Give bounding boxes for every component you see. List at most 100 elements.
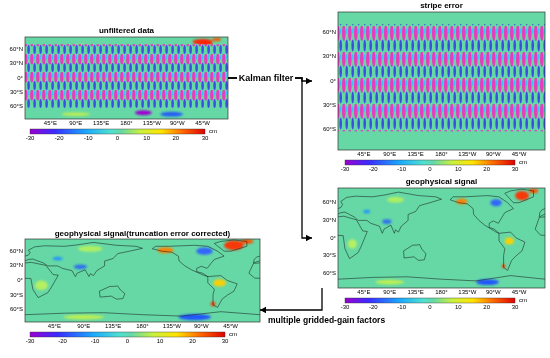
latitude-label: 60°S <box>323 126 336 133</box>
colorbar-tick: -30 <box>26 135 35 142</box>
signal-patch <box>63 315 104 320</box>
connector <box>228 78 312 241</box>
signal-patch <box>490 199 502 206</box>
signal-patches <box>338 189 545 285</box>
map-ground <box>338 188 545 288</box>
latitude-label: 60°N <box>10 248 23 255</box>
map-body <box>338 188 545 288</box>
signal-patch <box>476 279 499 285</box>
colorbar-tick: -30 <box>26 338 35 345</box>
longitude-label: 135°E <box>407 289 423 296</box>
colorbar-tick: 10 <box>143 135 150 142</box>
coastline <box>338 216 367 258</box>
signal-patch <box>363 210 370 214</box>
longitude-label: 135°E <box>407 151 423 158</box>
colorbar-tick: 0 <box>428 166 431 173</box>
latitude-label: 60°N <box>323 29 336 36</box>
longitude-label: 180° <box>435 289 447 296</box>
longitude-label: 90°E <box>77 323 90 330</box>
longitude-label: 45°E <box>357 151 370 158</box>
colorbar-tick: 0 <box>126 338 129 345</box>
coastline <box>25 312 143 316</box>
map-panel: geophysical signal <box>312 177 545 288</box>
coastline <box>143 312 261 316</box>
longitude-label: 45°E <box>357 289 370 296</box>
arrowhead <box>306 78 312 84</box>
coastline <box>99 286 125 299</box>
colorbar-tick: -10 <box>397 304 406 311</box>
latitude-label: 0° <box>330 78 336 85</box>
signal-patch <box>382 219 391 224</box>
colorbar-tick: 0 <box>428 304 431 311</box>
map-frame <box>25 239 260 322</box>
longitude-label: 90°E <box>383 289 396 296</box>
longitude-label: 45°W <box>512 289 527 296</box>
latitude-label: 30°S <box>323 102 336 109</box>
edge-label: multiple gridded-gain factors <box>266 315 387 325</box>
latitude-label: 0° <box>17 75 23 82</box>
longitude-label: 45°W <box>512 151 527 158</box>
signal-patch <box>178 314 211 320</box>
map-frame <box>338 188 545 288</box>
map-body <box>338 12 545 150</box>
longitude-label: 90°W <box>194 323 209 330</box>
signal-patch <box>62 112 90 116</box>
colorbar-tick: -10 <box>397 166 406 173</box>
connector-line <box>228 78 312 238</box>
coastline <box>214 240 247 251</box>
coastline <box>505 189 534 203</box>
latitude-label: 0° <box>17 277 23 284</box>
coastline <box>450 196 513 234</box>
colorbar <box>30 332 225 337</box>
map-ground <box>338 12 545 150</box>
map-panel: unfiltered data <box>2 26 228 119</box>
longitude-label: 135°W <box>143 120 161 127</box>
colorbar <box>30 129 205 134</box>
panel-title: stripe error <box>338 1 545 10</box>
latitude-label: 30°S <box>10 89 23 96</box>
colorbar-tick: 20 <box>483 166 490 173</box>
longitude-label: 90°W <box>486 289 501 296</box>
longitude-label: 90°E <box>383 151 396 158</box>
stripe-band <box>338 24 545 131</box>
signal-patches <box>25 37 228 116</box>
map-body <box>25 239 260 322</box>
colorbar-tick: 10 <box>455 166 462 173</box>
colorbar-tick: 30 <box>202 135 209 142</box>
latitude-label: 30°N <box>323 53 336 60</box>
coastline <box>254 242 261 276</box>
longitude-label: 180° <box>136 323 148 330</box>
latitude-label: 60°S <box>323 270 336 277</box>
longitude-label: 90°W <box>486 151 501 158</box>
colorbar-tick: 30 <box>512 304 519 311</box>
longitude-label: 90°W <box>170 120 185 127</box>
colorbar-tick: -20 <box>58 338 67 345</box>
longitude-label: 45°W <box>223 323 238 330</box>
map-ground <box>25 37 228 119</box>
colorbar-tick: -10 <box>84 135 93 142</box>
colorbar-tick: 20 <box>189 338 196 345</box>
unit-label: cm <box>209 128 217 135</box>
signal-patches <box>25 239 260 320</box>
map-panel: stripe error <box>312 1 545 150</box>
colorbar-tick: 20 <box>172 135 179 142</box>
map-frame <box>338 12 545 150</box>
colorbar-tick: -20 <box>369 166 378 173</box>
coastline <box>442 276 546 281</box>
longitude-label: 45°E <box>44 120 57 127</box>
colorbar-tick: -20 <box>55 135 64 142</box>
unit-label: cm <box>519 297 527 304</box>
colorbar-tick: -20 <box>369 304 378 311</box>
longitude-label: 135°W <box>458 151 476 158</box>
longitude-label: 135°E <box>93 120 109 127</box>
map-ground <box>25 239 260 322</box>
colorbar <box>345 298 515 303</box>
longitude-label: 135°W <box>163 323 181 330</box>
latitude-label: 30°S <box>10 292 23 299</box>
longitude-label: 135°E <box>105 323 121 330</box>
colorbar <box>345 160 515 165</box>
coastline <box>535 216 545 258</box>
coastline <box>249 262 260 297</box>
coastline <box>404 245 426 261</box>
